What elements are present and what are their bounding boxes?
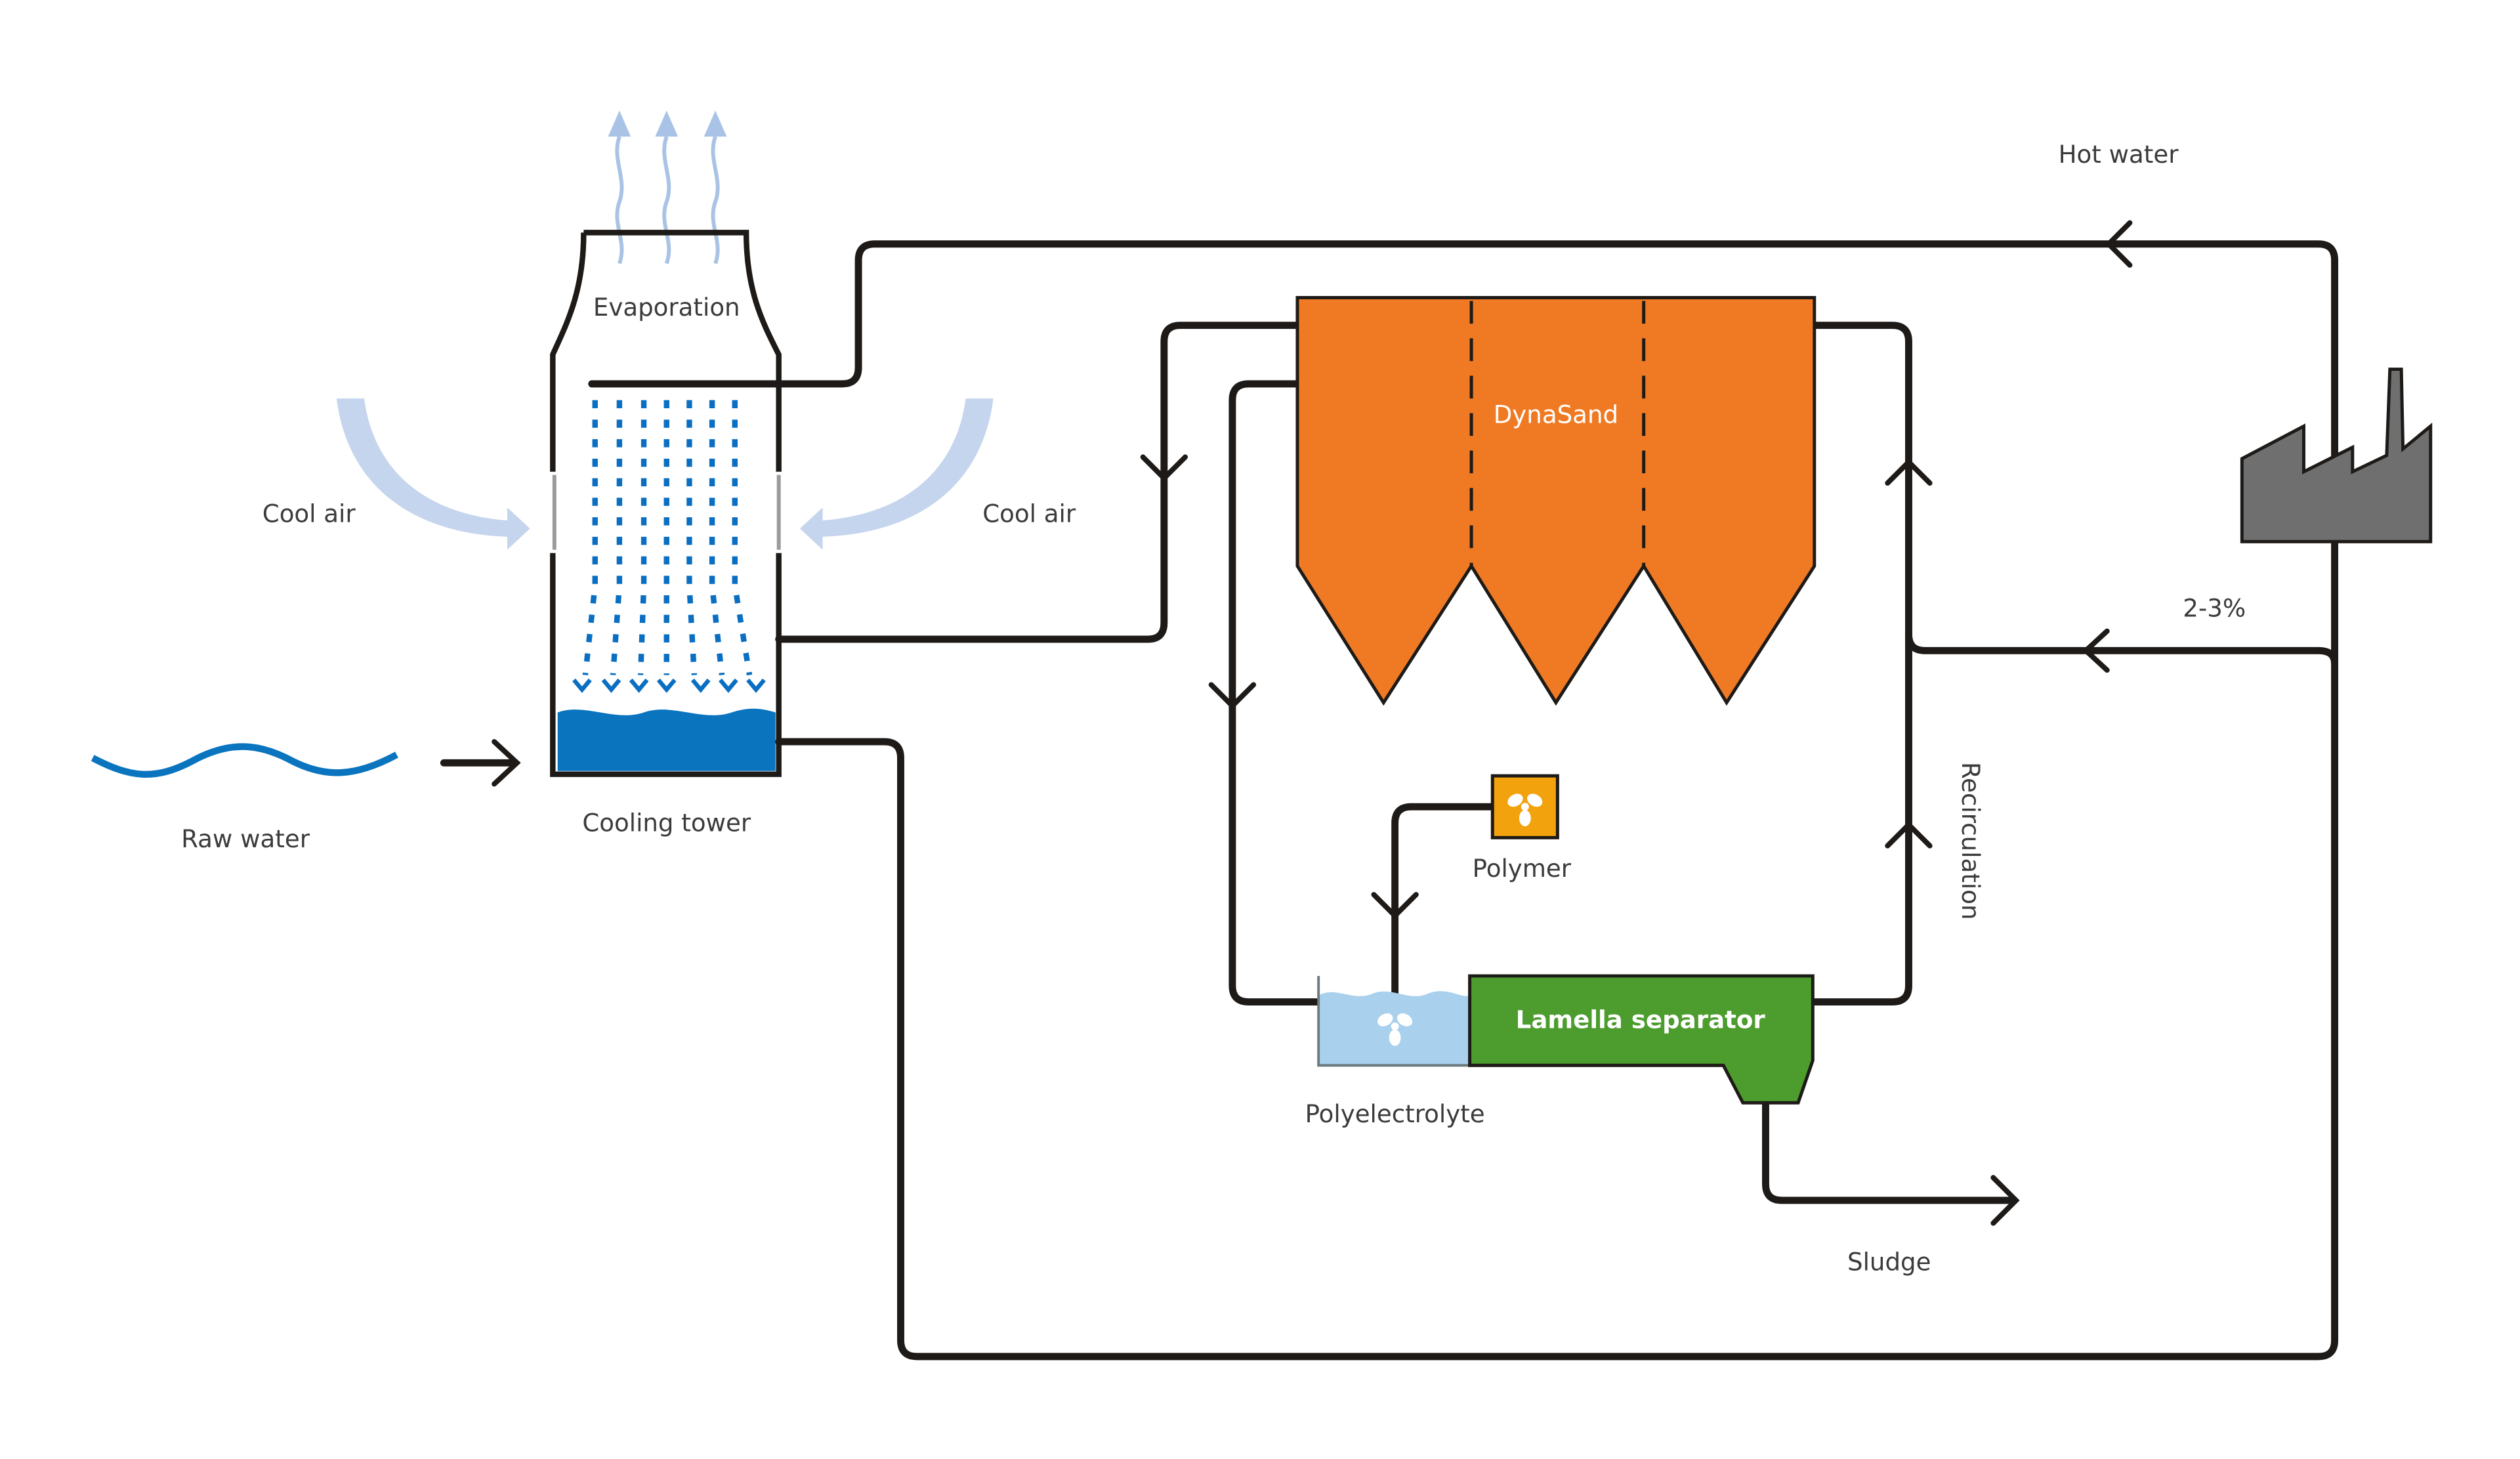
flow-arrow-icon	[1208, 682, 1257, 710]
cooling-tower-label: Cooling tower	[582, 809, 751, 837]
polymer-label: Polymer	[1473, 855, 1572, 883]
steam-icon	[608, 110, 727, 264]
recirculation-label: Recirculation	[1956, 762, 1984, 920]
cooling-tower	[550, 230, 782, 777]
factory-icon	[2240, 368, 2433, 543]
hot-water-pipe	[588, 240, 2339, 541]
wave-icon	[91, 743, 398, 778]
sludge-label: Sludge	[1847, 1248, 1931, 1277]
dynasand-label: DynaSand	[1494, 400, 1618, 429]
raw-water-label: Raw water	[181, 825, 310, 853]
polyelectrolyte-tank	[1317, 975, 1470, 1067]
flow-arrow-icon	[1140, 454, 1188, 482]
recirculation-arrow-icon	[1885, 458, 1933, 486]
cool-air-left-label: Cool air	[262, 500, 356, 528]
cold-water-return-pipe	[775, 539, 2339, 1361]
raw-water-arrow-icon	[440, 739, 521, 787]
hot-water-label: Hot water	[2059, 140, 2179, 169]
polymer-unit	[1490, 774, 1559, 839]
evaporation-label: Evaporation	[593, 293, 740, 322]
cool-air-right-arrow-icon	[799, 398, 994, 550]
droplet-arrows-icon	[572, 678, 766, 693]
propeller-icon	[1507, 793, 1543, 826]
propeller-icon	[1377, 1013, 1413, 1046]
polymer-dosing-pipe	[1391, 803, 1496, 1000]
recirculation-pipe	[1807, 322, 1912, 1006]
sludge-pipe	[1762, 1099, 2013, 1204]
flow-arrow-icon	[1371, 892, 1419, 920]
bleed-pipe	[1905, 631, 2339, 667]
recirculation-arrow-icon	[1885, 820, 1933, 849]
lamella-separator-label: Lamella separator	[1516, 1005, 1766, 1034]
dynasand-filter	[1295, 296, 1816, 706]
lamella-separator	[1468, 974, 1815, 1105]
bleed-percent-label: 2-3%	[2183, 594, 2246, 622]
cool-air-left-arrow-icon	[336, 398, 530, 550]
reject-pipe	[1228, 380, 1321, 1006]
tower-to-dynasand-pipe	[775, 322, 1301, 643]
cool-air-right-label: Cool air	[982, 500, 1076, 528]
hot-water-arrow-icon	[2105, 220, 2133, 268]
bleed-arrow-icon	[2082, 628, 2110, 673]
polyelectrolyte-label: Polyelectrolyte	[1305, 1100, 1485, 1128]
sludge-arrow-icon	[1990, 1175, 2020, 1226]
